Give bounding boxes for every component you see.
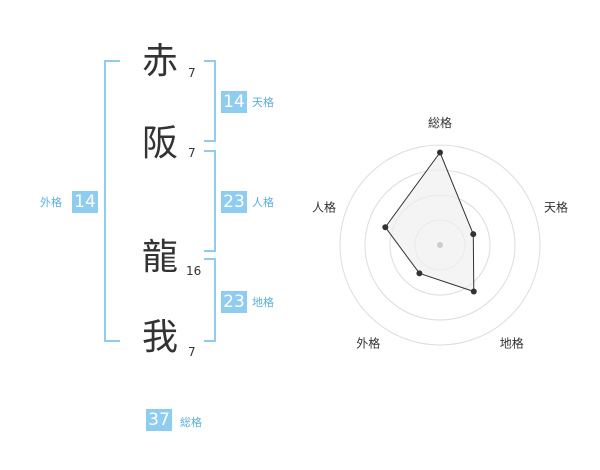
soukaku-value: 37 xyxy=(146,409,172,431)
gaikaku-bracket xyxy=(104,60,120,342)
tenkaku-value: 14 xyxy=(221,91,247,113)
jinkaku-value: 23 xyxy=(221,191,247,213)
radar-point xyxy=(470,231,477,238)
stroke-count-4: 7 xyxy=(188,345,196,359)
radar-points xyxy=(382,149,477,295)
radar-ring xyxy=(339,144,541,346)
stroke-count-1: 7 xyxy=(188,66,196,80)
gaikaku-value: 14 xyxy=(72,191,98,213)
tenkaku-label: 天格 xyxy=(252,96,274,109)
radar-polygon xyxy=(384,151,475,293)
chikaku-label: 地格 xyxy=(252,296,274,309)
radar-axis-label: 天格 xyxy=(544,199,568,214)
radar-axis-label: 総格 xyxy=(428,115,452,130)
radar-axis-label: 人格 xyxy=(312,199,336,214)
tenkaku-bracket xyxy=(204,60,216,142)
stroke-count-3: 16 xyxy=(186,264,202,278)
stroke-count-2: 7 xyxy=(188,146,196,160)
jinkaku-bracket xyxy=(204,150,216,252)
radar-point xyxy=(470,288,477,295)
name-char-1: 赤 xyxy=(142,41,179,82)
soukaku-label: 総格 xyxy=(180,416,202,429)
radar-center-dot xyxy=(437,242,443,248)
radar-axis-label: 外格 xyxy=(356,336,380,351)
radar-point xyxy=(382,224,389,231)
jinkaku-label: 人格 xyxy=(252,196,274,209)
chikaku-value: 23 xyxy=(221,291,247,313)
radar-point xyxy=(437,149,443,156)
radar-axis-label: 地格 xyxy=(500,336,524,351)
name-char-4: 我 xyxy=(142,317,179,358)
gaikaku-label: 外格 xyxy=(40,196,62,209)
name-char-2: 阪 xyxy=(142,123,179,164)
radar-point xyxy=(416,270,423,277)
name-char-3: 龍 xyxy=(142,237,179,278)
chikaku-bracket xyxy=(204,258,216,342)
